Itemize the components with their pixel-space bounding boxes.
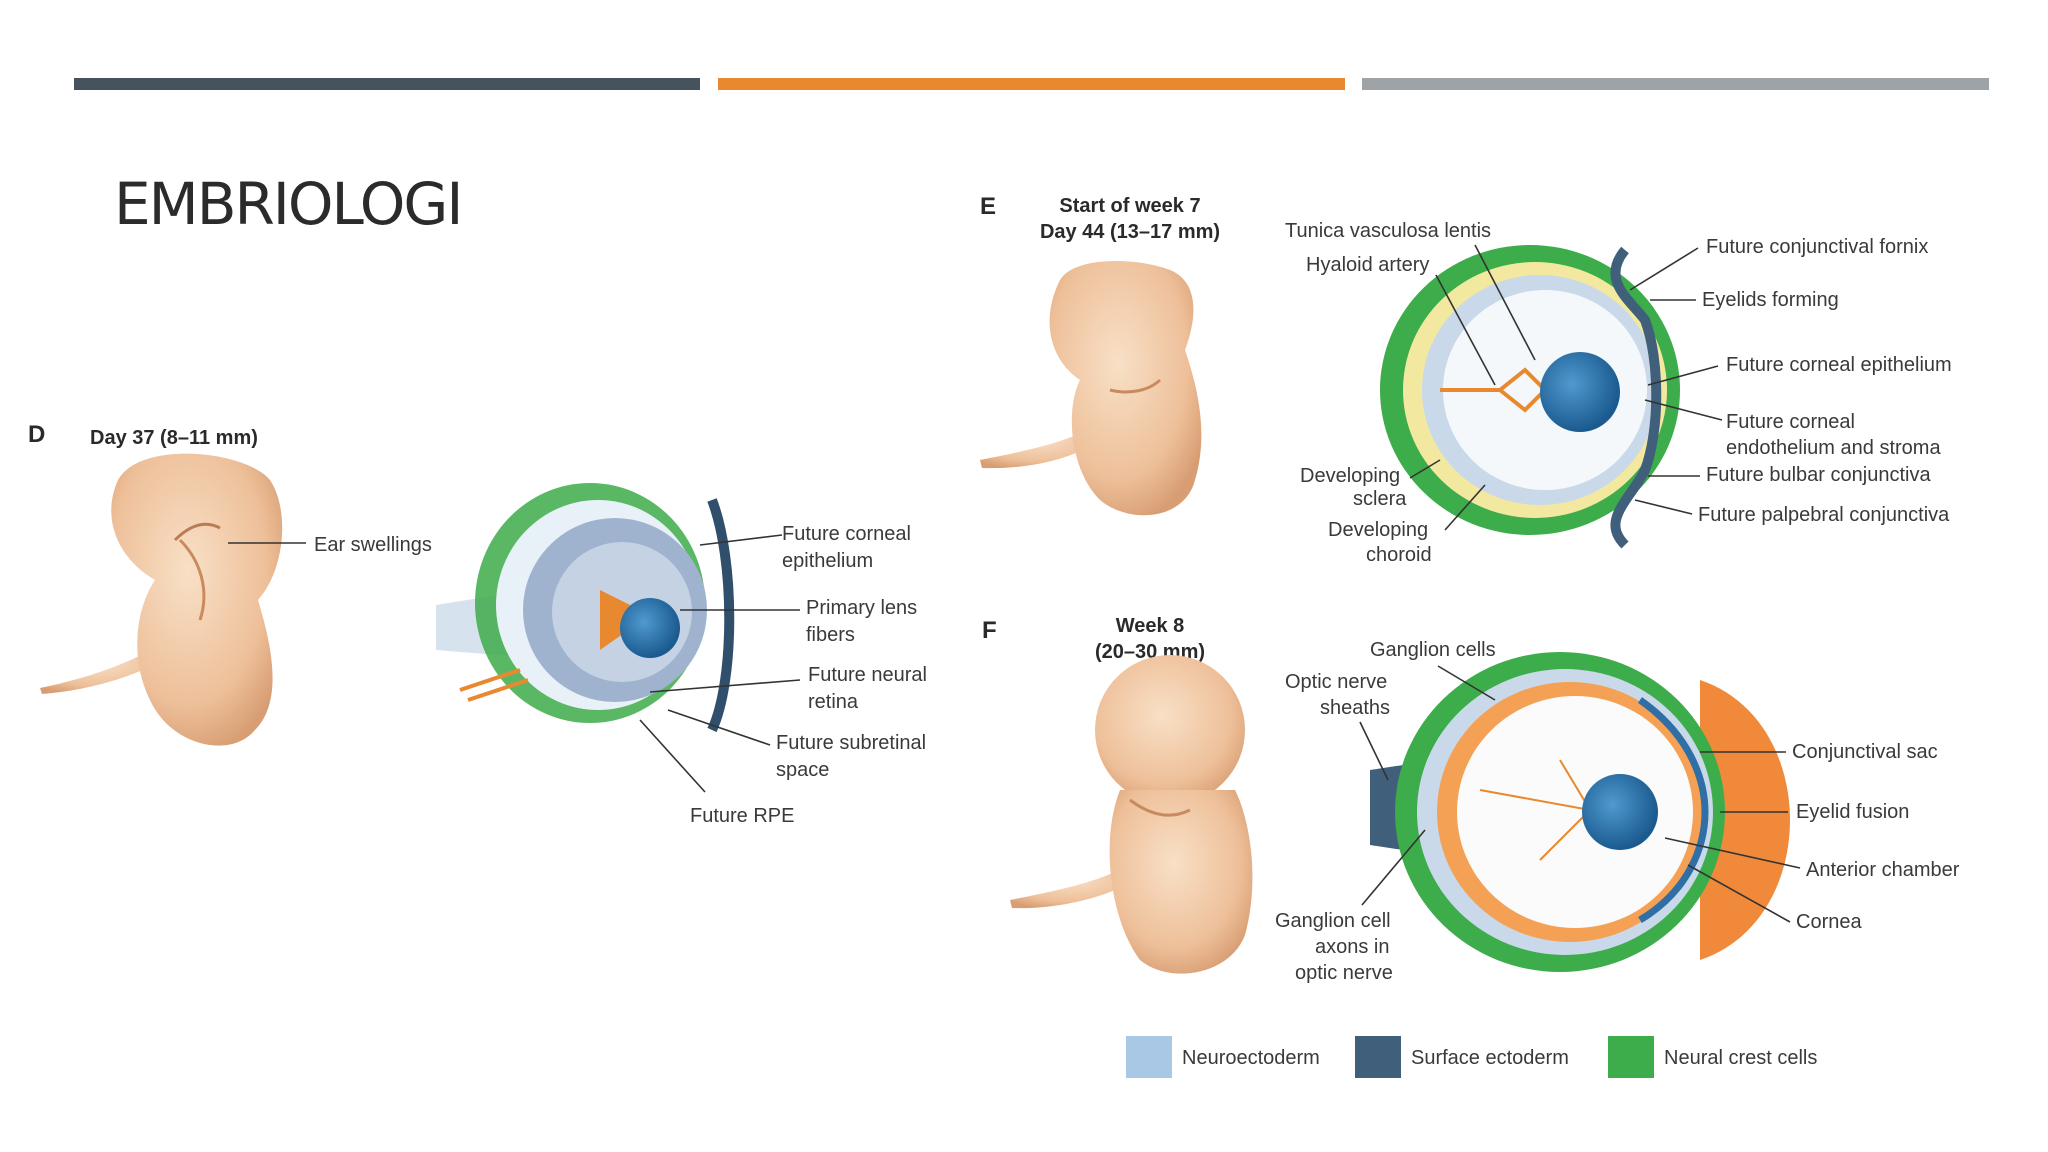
panel-d-stage: Day 37 (8–11 mm) (90, 427, 258, 449)
label-bulbar-conjunctiva: Future bulbar conjunctiva (1706, 464, 1931, 486)
panel-e: E Start of week 7 Day 44 (13–17 mm) Tuni… (980, 193, 1952, 566)
label-e-sclera-1: Developing (1300, 465, 1400, 487)
label-subretinal-2: space (776, 759, 829, 781)
panel-e-stage-2: Day 44 (13–17 mm) (1040, 221, 1220, 243)
label-primary-lens-1: Primary lens (806, 597, 917, 619)
label-cornea: Cornea (1796, 911, 1862, 933)
panel-d: D Day 37 (8–11 mm) Ear swellings Future … (28, 421, 927, 827)
panel-f: F Week 8 (20–30 mm) Ganglion cells Optic… (982, 615, 1960, 984)
label-d-corneal-epithelium-2: epithelium (782, 550, 873, 572)
label-primary-lens-2: fibers (806, 624, 855, 646)
panel-e-stage-1: Start of week 7 (1059, 195, 1200, 217)
label-neural-retina-1: Future neural (808, 664, 927, 686)
label-ganglion-axons-3: optic nerve (1295, 962, 1393, 984)
legend-label-surface-ectoderm: Surface ectoderm (1411, 1047, 1569, 1069)
label-tunica-vasculosa: Tunica vasculosa lentis (1285, 220, 1491, 242)
embryo-week8-illustration (1010, 655, 1253, 974)
embryo-week7-illustration (980, 260, 1202, 516)
panel-f-stage-1: Week 8 (1116, 615, 1185, 637)
label-palpebral-conjunctiva: Future palpebral conjunctiva (1698, 504, 1950, 526)
label-ganglion-axons-1: Ganglion cell (1275, 910, 1391, 932)
label-hyaloid-artery: Hyaloid artery (1306, 254, 1429, 276)
panel-e-letter: E (980, 193, 996, 220)
eye-week7-diagram (1380, 245, 1680, 549)
legend-label-neuroectoderm: Neuroectoderm (1182, 1047, 1320, 1069)
label-ear-swellings: Ear swellings (314, 534, 432, 556)
label-e-choroid-1: Developing (1328, 519, 1428, 541)
label-corneal-endothelium-1: Future corneal (1726, 411, 1855, 433)
label-ganglion-cells: Ganglion cells (1370, 639, 1496, 661)
panel-d-letter: D (28, 421, 45, 448)
label-ganglion-axons-2: axons in (1315, 936, 1390, 958)
legend-swatch-surface-ectoderm (1355, 1036, 1401, 1078)
label-anterior-chamber: Anterior chamber (1806, 859, 1960, 881)
header-bar-right (1362, 78, 1989, 90)
panel-f-letter: F (982, 617, 997, 644)
eye-day37-diagram (436, 483, 735, 733)
label-eyelid-fusion: Eyelid fusion (1796, 801, 1909, 823)
label-conjunctival-fornix: Future conjunctival fornix (1706, 236, 1928, 258)
header-bar-middle (718, 78, 1345, 90)
legend-label-neural-crest: Neural crest cells (1664, 1047, 1817, 1069)
label-e-corneal-epithelium: Future corneal epithelium (1726, 354, 1952, 376)
label-optic-nerve-sheaths-2: sheaths (1320, 697, 1390, 719)
label-corneal-endothelium-2: endothelium and stroma (1726, 437, 1941, 459)
label-e-sclera-2: sclera (1353, 488, 1407, 510)
legend: Neuroectoderm Surface ectoderm Neural cr… (1126, 1036, 1817, 1078)
legend-swatch-neuroectoderm (1126, 1036, 1172, 1078)
label-future-rpe: Future RPE (690, 805, 794, 827)
label-subretinal-1: Future subretinal (776, 732, 926, 754)
label-e-choroid-2: choroid (1366, 544, 1432, 566)
header-bar-left (74, 78, 700, 90)
label-neural-retina-2: retina (808, 691, 859, 713)
label-d-corneal-epithelium-1: Future corneal (782, 523, 911, 545)
label-optic-nerve-sheaths-1: Optic nerve (1285, 671, 1387, 693)
label-conjunctival-sac: Conjunctival sac (1792, 741, 1938, 763)
label-eyelids-forming: Eyelids forming (1702, 289, 1839, 311)
eye-week8-diagram (1370, 652, 1790, 972)
legend-swatch-neural-crest (1608, 1036, 1654, 1078)
embryo-day37-illustration (40, 453, 283, 746)
slide-title: EMBRIOLOGI (114, 170, 463, 238)
